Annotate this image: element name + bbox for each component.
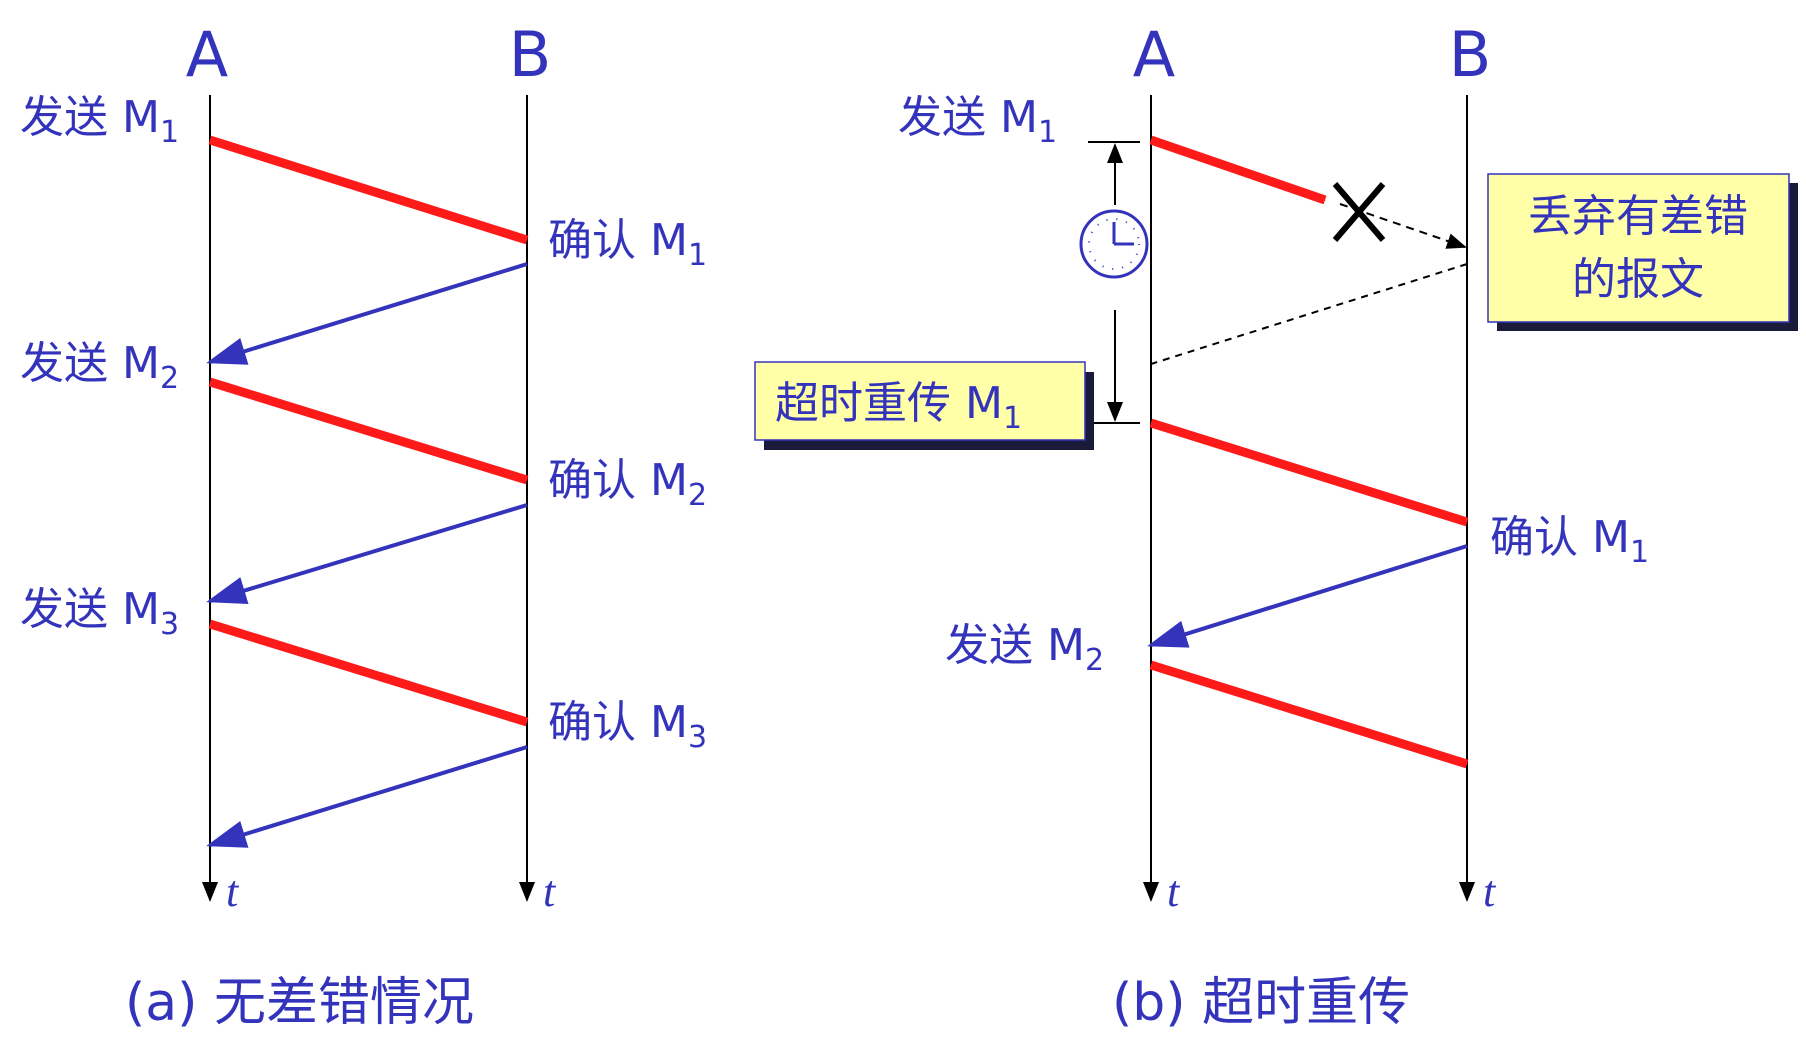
ack-arrow-m1 (206, 262, 528, 365)
time-label-a: t (226, 867, 240, 916)
error-cross-icon (1332, 182, 1386, 242)
discard-note: 丢弃有差错 的报文 (1487, 173, 1798, 331)
host-b-label: B (509, 18, 552, 91)
clock-icon (1079, 209, 1149, 279)
svg-text:丢弃有差错: 丢弃有差错 (1528, 191, 1748, 242)
caption-b: (b) 超时重传 (1112, 973, 1410, 1033)
ack-m1-label: 确认 M1 (1490, 512, 1649, 570)
send-m2-label: 发送 M2 (945, 620, 1104, 678)
send-m2-label: 发送 M2 (20, 338, 179, 396)
time-label-a: t (1167, 867, 1181, 916)
send-m1-label: 发送 M1 (20, 92, 179, 150)
ack-m2-label: 确认 M2 (548, 455, 707, 513)
data-arrow-m1 (208, 135, 529, 245)
time-label-b: t (1483, 867, 1497, 916)
host-a-label: A (186, 18, 228, 91)
caption-a: (a) 无差错情况 (125, 973, 474, 1033)
send-m3-label: 发送 M3 (20, 584, 179, 642)
data-arrow-m2 (208, 377, 529, 485)
host-a-label: A (1133, 18, 1175, 91)
data-arrow-m2 (1149, 660, 1469, 769)
panel-a: A B t t 发送 M1 发送 M2 发送 M3 确认 M1 确认 M2 确认… (20, 18, 707, 1033)
ack-arrow-m1 (1147, 544, 1468, 648)
ack-m3-label: 确认 M3 (548, 697, 707, 755)
svg-text:的报文: 的报文 (1572, 254, 1704, 305)
lost-data-arrow-m1 (1149, 135, 1327, 205)
host-b-label: B (1449, 18, 1492, 91)
ack-m1-label: 确认 M1 (548, 215, 707, 273)
timeout-timer (1079, 141, 1149, 424)
ack-arrow-m2 (206, 503, 528, 604)
time-label-b: t (543, 867, 557, 916)
panel-b: A B t t (754, 18, 1798, 1033)
svg-text:超时重传 M1: 超时重传 M1 (775, 378, 1022, 436)
ack-arrow-m3 (206, 745, 528, 848)
discard-dashed-line (1150, 263, 1468, 365)
data-arrow-m3 (208, 619, 529, 727)
send-m1-label: 发送 M1 (898, 92, 1057, 150)
retransmit-note: 超时重传 M1 (754, 361, 1094, 450)
retransmit-arrow-m1 (1149, 418, 1469, 527)
